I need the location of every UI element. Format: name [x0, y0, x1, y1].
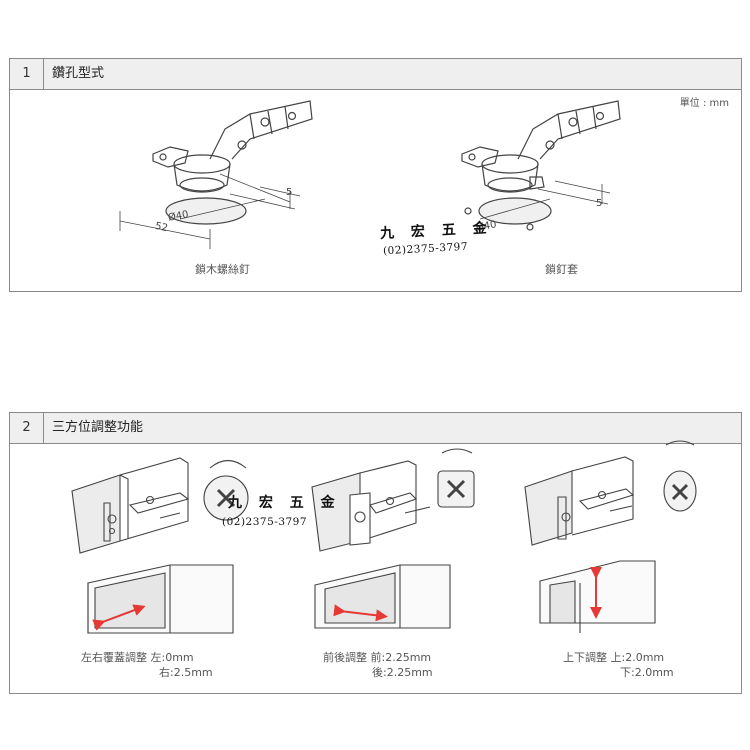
vertical-value-up: 上:2.0mm	[610, 651, 665, 664]
watermark-title: 九 宏 五 金	[228, 495, 341, 511]
vertical-label: 上下調整	[563, 651, 607, 664]
three-way-adjust-panel: 2 三方位調整功能	[9, 412, 742, 694]
hinge-dowel-diagram	[461, 100, 621, 231]
lateral-cabinet	[87, 564, 234, 634]
panel-header: 1 鑽孔型式	[10, 59, 741, 90]
vertical-screw-icon	[663, 440, 697, 512]
dim-52: 52	[153, 220, 169, 235]
section-number: 1	[10, 59, 44, 89]
depth-cabinet	[314, 564, 451, 629]
watermark-phone: (02)2375-3797	[222, 516, 308, 528]
lateral-value-left: 左:0mm	[150, 651, 194, 664]
depth-adjust-hinge	[311, 460, 431, 552]
drilling-type-panel: 1 鑽孔型式 單位 : mm	[9, 58, 742, 292]
section-title: 鑽孔型式	[52, 66, 105, 81]
lateral-adjust-hinge	[71, 457, 190, 554]
vertical-value-down: 下:2.0mm	[620, 666, 674, 679]
wood-screw-caption: 鎖木螺絲釘	[195, 263, 250, 276]
vertical-adjust-hinge	[524, 456, 635, 546]
vertical-cabinet	[539, 560, 656, 633]
lateral-screw-icon	[203, 459, 249, 521]
hinge-wood-screw-diagram	[119, 100, 621, 249]
depth-label: 前後調整	[323, 651, 367, 664]
dim-5-right: 5	[596, 198, 603, 209]
depth-adjust-label: 前後調整 前:2.25mm	[323, 649, 431, 665]
depth-screw-icon	[437, 448, 475, 508]
panel-header: 2 三方位調整功能	[10, 413, 741, 444]
dim-5-left: 5	[286, 187, 293, 198]
depth-value-back: 後:2.25mm	[372, 666, 433, 679]
lateral-adjust-label: 左右覆蓋調整 左:0mm	[81, 649, 194, 665]
lateral-label: 左右覆蓋調整	[81, 651, 147, 664]
section-title: 三方位調整功能	[52, 420, 144, 435]
lateral-value-right: 右:2.5mm	[159, 666, 213, 679]
vertical-adjust-label: 上下調整 上:2.0mm	[563, 649, 664, 665]
unit-label: 單位 : mm	[679, 98, 729, 109]
adjustment-diagrams	[71, 440, 697, 634]
depth-value-front: 前:2.25mm	[370, 651, 432, 664]
dowel-caption: 鎖釘套	[545, 263, 578, 276]
section-number: 2	[10, 413, 44, 443]
